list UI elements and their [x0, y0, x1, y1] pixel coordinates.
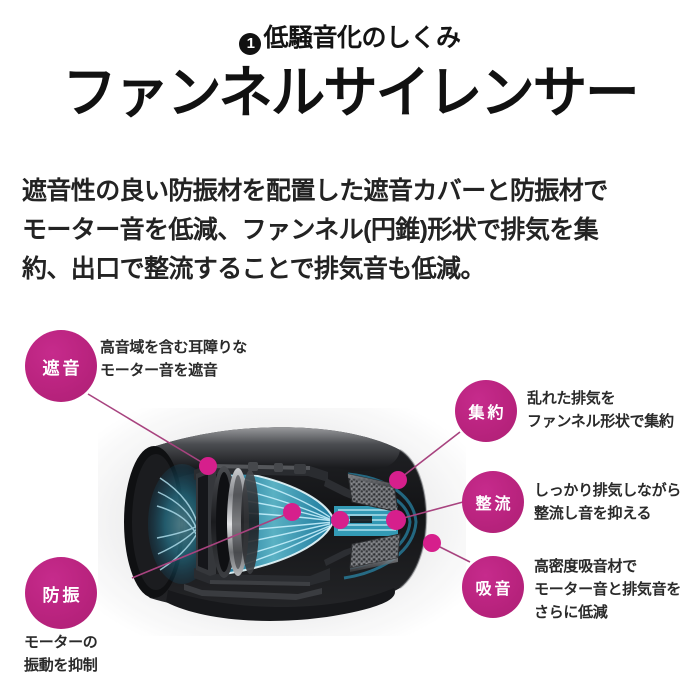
eyebrow-text: 低騒音化のしくみ [263, 24, 461, 52]
callout-text-kyuon: 高密度吸音材で モーター音と排気音を さらに低減 [534, 556, 681, 624]
callout-boshin-line-2: 振動を抑制 [24, 656, 98, 674]
lead-copy: 遮音性の良い防振材を配置した遮音カバーと防振材で モーター音を低減、ファンネル(… [22, 172, 684, 289]
lead-copy-line-3: 約、出口で整流することで排気音も低減。 [22, 255, 485, 283]
callout-badge-shaon[interactable]: 遮音 [25, 330, 97, 402]
callout-badge-boshin[interactable]: 防振 [25, 557, 97, 629]
callout-text-shuyaku: 乱れた排気を ファンネル形状で集約 [527, 388, 674, 434]
lead-copy-line-2: モーター音を低減、ファンネル(円錐)形状で排気を集 [22, 216, 599, 244]
callout-shuyaku-line-1: 乱れた排気を [527, 390, 616, 407]
callout-shaon-line-1: 高音域を含む耳障りな [100, 339, 248, 356]
callout-boshin-line-1: モーターの [24, 634, 98, 651]
callout-seiryu-line-2: 整流し音を抑える [534, 504, 652, 522]
lead-copy-line-1: 遮音性の良い防振材を配置した遮音カバーと防振材で [22, 177, 608, 205]
callout-kyuon-line-2: モーター音と排気音を [534, 580, 682, 598]
product-cutaway-image [98, 408, 466, 636]
callout-text-boshin: モーターの 振動を抑制 [24, 632, 98, 678]
page-title: ファンネルサイレンサー [62, 61, 639, 124]
callout-badge-kyuon[interactable]: 吸音 [462, 556, 524, 618]
callout-kyuon-line-3: さらに低減 [534, 603, 608, 621]
callout-kyuon-line-1: 高密度吸音材で [534, 558, 637, 575]
callout-badge-shuyaku[interactable]: 集約 [455, 380, 517, 442]
callout-text-shaon: 高音域を含む耳障りな モーター音を遮音 [100, 337, 247, 383]
callout-shaon-line-2: モーター音を遮音 [100, 361, 218, 379]
vibration-damper [166, 584, 395, 621]
step-number-badge: 1 [239, 33, 262, 55]
acoustic-foam [347, 473, 401, 572]
callout-seiryu-line-1: しっかり排気しながら [534, 482, 682, 499]
callout-badge-seiryu[interactable]: 整流 [462, 471, 524, 533]
callout-shuyaku-line-2: ファンネル形状で集約 [527, 412, 674, 430]
callout-text-seiryu: しっかり排気しながら 整流し音を抑える [534, 480, 681, 526]
